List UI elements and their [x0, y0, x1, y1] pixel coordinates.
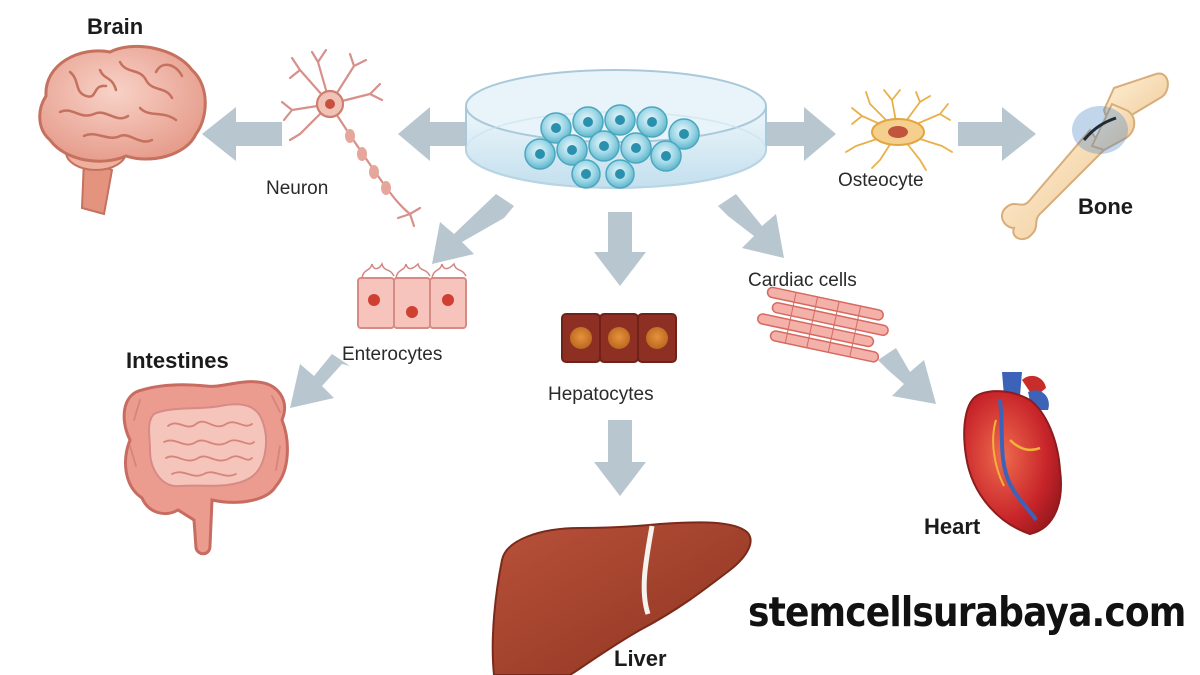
stem-cells [524, 104, 700, 189]
arrow-dish-to-enterocytes [432, 194, 514, 264]
enterocytes-icon [357, 261, 467, 329]
osteocyte-label: Osteocyte [838, 170, 924, 191]
liver-icon [491, 521, 752, 675]
petri-dish-icon [465, 69, 767, 189]
arrow-dish-to-osteocyte [762, 107, 836, 161]
bone-icon [1000, 72, 1169, 241]
heart-icon [963, 372, 1062, 536]
arrow-neuron-to-brain [202, 107, 282, 161]
arrow-dish-to-hepatocytes [594, 212, 646, 286]
arrow-cardiac-to-heart [878, 348, 936, 404]
bone-label: Bone [1078, 194, 1133, 219]
brain-label: Brain [87, 14, 144, 39]
intestines-icon [122, 380, 289, 556]
arrows [202, 107, 1036, 496]
enterocytes-label: Enterocytes [342, 344, 443, 365]
arrow-hepatocytes-to-liver [594, 420, 646, 496]
osteocyte-icon [845, 89, 953, 171]
hepatocytes-icon [561, 313, 677, 363]
intestines-label: Intestines [126, 348, 229, 373]
brain-icon [38, 44, 207, 216]
cardiac-cells-label: Cardiac cells [748, 270, 857, 291]
neuron-icon [280, 48, 422, 228]
hepatocytes-label: Hepatocytes [548, 384, 654, 405]
arrow-enterocytes-to-intestines [290, 354, 350, 408]
cardiac-cells-icon [757, 286, 889, 363]
arrow-osteocyte-to-bone [958, 107, 1036, 161]
arrow-dish-to-cardiac [718, 194, 784, 258]
arrow-dish-to-neuron [398, 107, 470, 161]
neuron-label: Neuron [266, 178, 329, 199]
heart-label: Heart [924, 514, 981, 539]
liver-label: Liver [614, 646, 667, 671]
watermark-text: stemcellsurabaya.com [748, 588, 1186, 636]
